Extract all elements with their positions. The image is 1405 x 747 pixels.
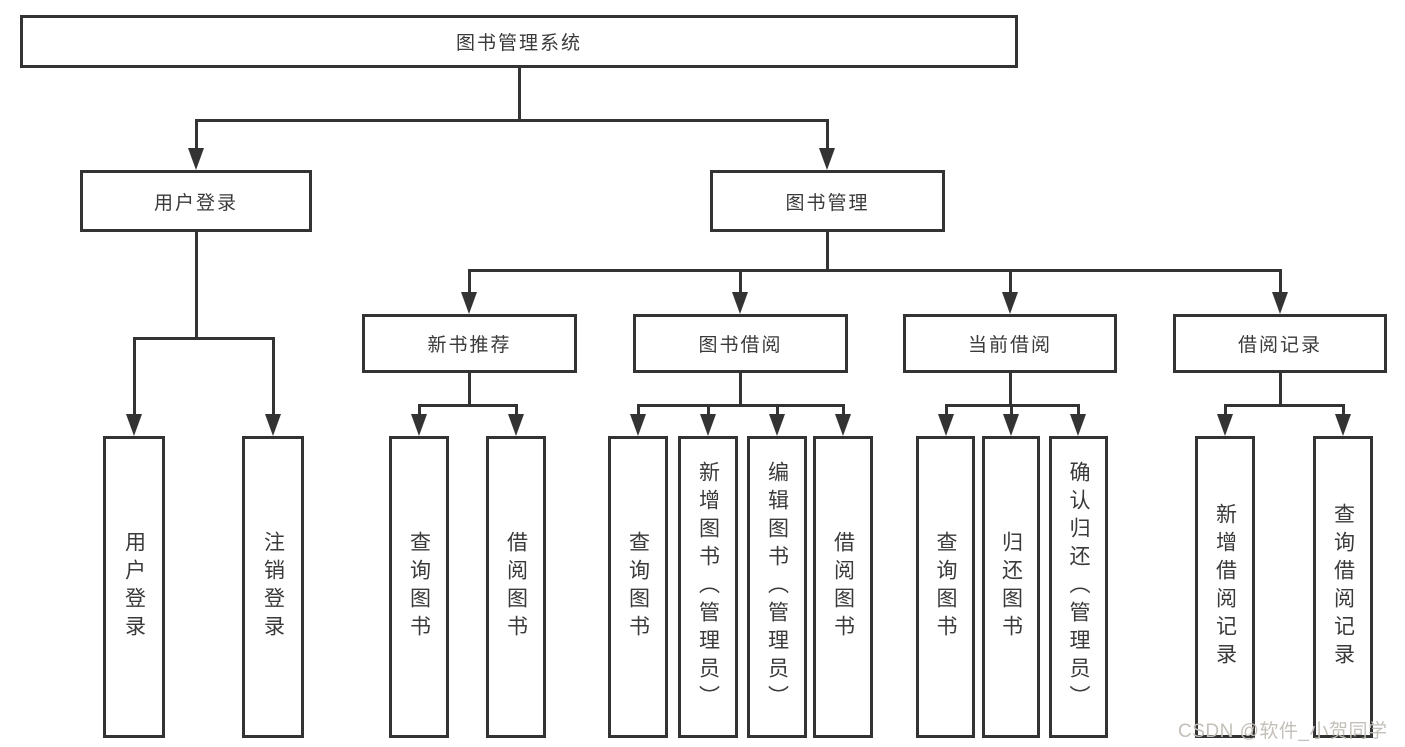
leaf-label: 查询图书 — [934, 531, 957, 643]
connector-line — [826, 119, 829, 152]
connector-line — [418, 404, 518, 407]
connector-line — [945, 404, 948, 416]
arrow-down-head — [411, 414, 427, 436]
node-leaf-query-books-2: 查询图书 — [608, 436, 668, 738]
leaf-label: 注销登录 — [261, 531, 285, 643]
node-leaf-query-borrow-record: 查询借阅记录 — [1313, 436, 1373, 738]
node-current-borrowing: 当前借阅 — [903, 314, 1117, 373]
connector-line — [133, 337, 136, 416]
connector-line — [739, 269, 742, 294]
connector-line — [468, 373, 471, 407]
leaf-label: 查询借阅记录 — [1331, 503, 1355, 671]
node-leaf-query-books-1: 查询图书 — [389, 436, 449, 738]
node-book-management: 图书管理 — [710, 170, 945, 232]
leaf-label: 编辑图书（管理员） — [765, 461, 789, 713]
connector-line — [739, 373, 742, 407]
leaf-label: 确认归还（管理员） — [1067, 461, 1090, 713]
arrow-down-head — [1272, 292, 1288, 314]
connector-line — [518, 68, 521, 121]
node-leaf-query-books-3: 查询图书 — [916, 436, 975, 738]
node-leaf-confirm-return-admin: 确认归还（管理员） — [1049, 436, 1108, 738]
connector-line — [1224, 404, 1227, 416]
connector-line — [826, 232, 829, 271]
leaf-label: 新增图书（管理员） — [696, 461, 720, 713]
arrow-down-head — [700, 414, 716, 436]
node-new-book-recommend: 新书推荐 — [362, 314, 577, 373]
connector-line — [707, 404, 710, 416]
leaf-label: 新增借阅记录 — [1213, 503, 1237, 671]
connector-line — [1009, 373, 1012, 407]
node-leaf-logout: 注销登录 — [242, 436, 304, 738]
connector-line — [515, 404, 518, 416]
arrow-down-head — [835, 414, 851, 436]
node-borrowing-records: 借阅记录 — [1173, 314, 1387, 373]
connector-line — [842, 404, 845, 416]
connector-line — [468, 269, 1282, 272]
arrow-down-head — [732, 292, 748, 314]
csdn-watermark: CSDN @软件_小贺同学 — [1178, 721, 1388, 742]
node-user-login: 用户登录 — [80, 170, 312, 232]
arrow-down-head — [461, 292, 477, 314]
leaf-label: 借阅图书 — [831, 531, 855, 643]
connector-line — [195, 119, 829, 122]
connector-line — [1224, 404, 1345, 407]
connector-line — [1279, 373, 1282, 407]
node-leaf-borrow-books-1: 借阅图书 — [486, 436, 546, 738]
connector-line — [418, 404, 421, 416]
arrow-down-head — [126, 414, 142, 436]
connector-line — [1010, 404, 1013, 416]
connector-line — [1342, 404, 1345, 416]
connector-line — [195, 232, 198, 339]
node-library-management-system: 图书管理系统 — [20, 15, 1018, 68]
arrow-down-head — [1335, 414, 1351, 436]
node-leaf-return-books: 归还图书 — [982, 436, 1040, 738]
leaf-label: 借阅图书 — [504, 531, 528, 643]
arrow-down-head — [1002, 292, 1018, 314]
arrow-down-head — [938, 414, 954, 436]
node-leaf-add-borrow-record: 新增借阅记录 — [1195, 436, 1255, 738]
arrow-down-head — [769, 414, 785, 436]
connector-line — [133, 337, 275, 340]
arrow-down-head — [1070, 414, 1086, 436]
connector-line — [272, 337, 275, 416]
node-leaf-user-login: 用户登录 — [103, 436, 165, 738]
node-leaf-edit-books-admin: 编辑图书（管理员） — [747, 436, 807, 738]
leaf-label: 归还图书 — [999, 531, 1023, 643]
connector-line — [637, 404, 845, 407]
connector-line — [468, 269, 471, 294]
connector-line — [1077, 404, 1080, 416]
connector-line — [637, 404, 640, 416]
arrow-down-head — [819, 148, 835, 170]
connector-line — [1279, 269, 1282, 294]
leaf-label: 用户登录 — [122, 531, 146, 643]
arrow-down-head — [630, 414, 646, 436]
node-leaf-borrow-books-2: 借阅图书 — [813, 436, 873, 738]
arrow-down-head — [188, 148, 204, 170]
connector-line — [195, 119, 198, 152]
arrow-down-head — [265, 414, 281, 436]
arrow-down-head — [1217, 414, 1233, 436]
leaf-label: 查询图书 — [407, 531, 431, 643]
arrow-down-head — [508, 414, 524, 436]
leaf-label: 查询图书 — [626, 531, 650, 643]
arrow-down-head — [1003, 414, 1019, 436]
connector-line — [1009, 269, 1012, 294]
node-book-borrowing: 图书借阅 — [633, 314, 848, 373]
connector-line — [776, 404, 779, 416]
node-leaf-add-books-admin: 新增图书（管理员） — [678, 436, 738, 738]
